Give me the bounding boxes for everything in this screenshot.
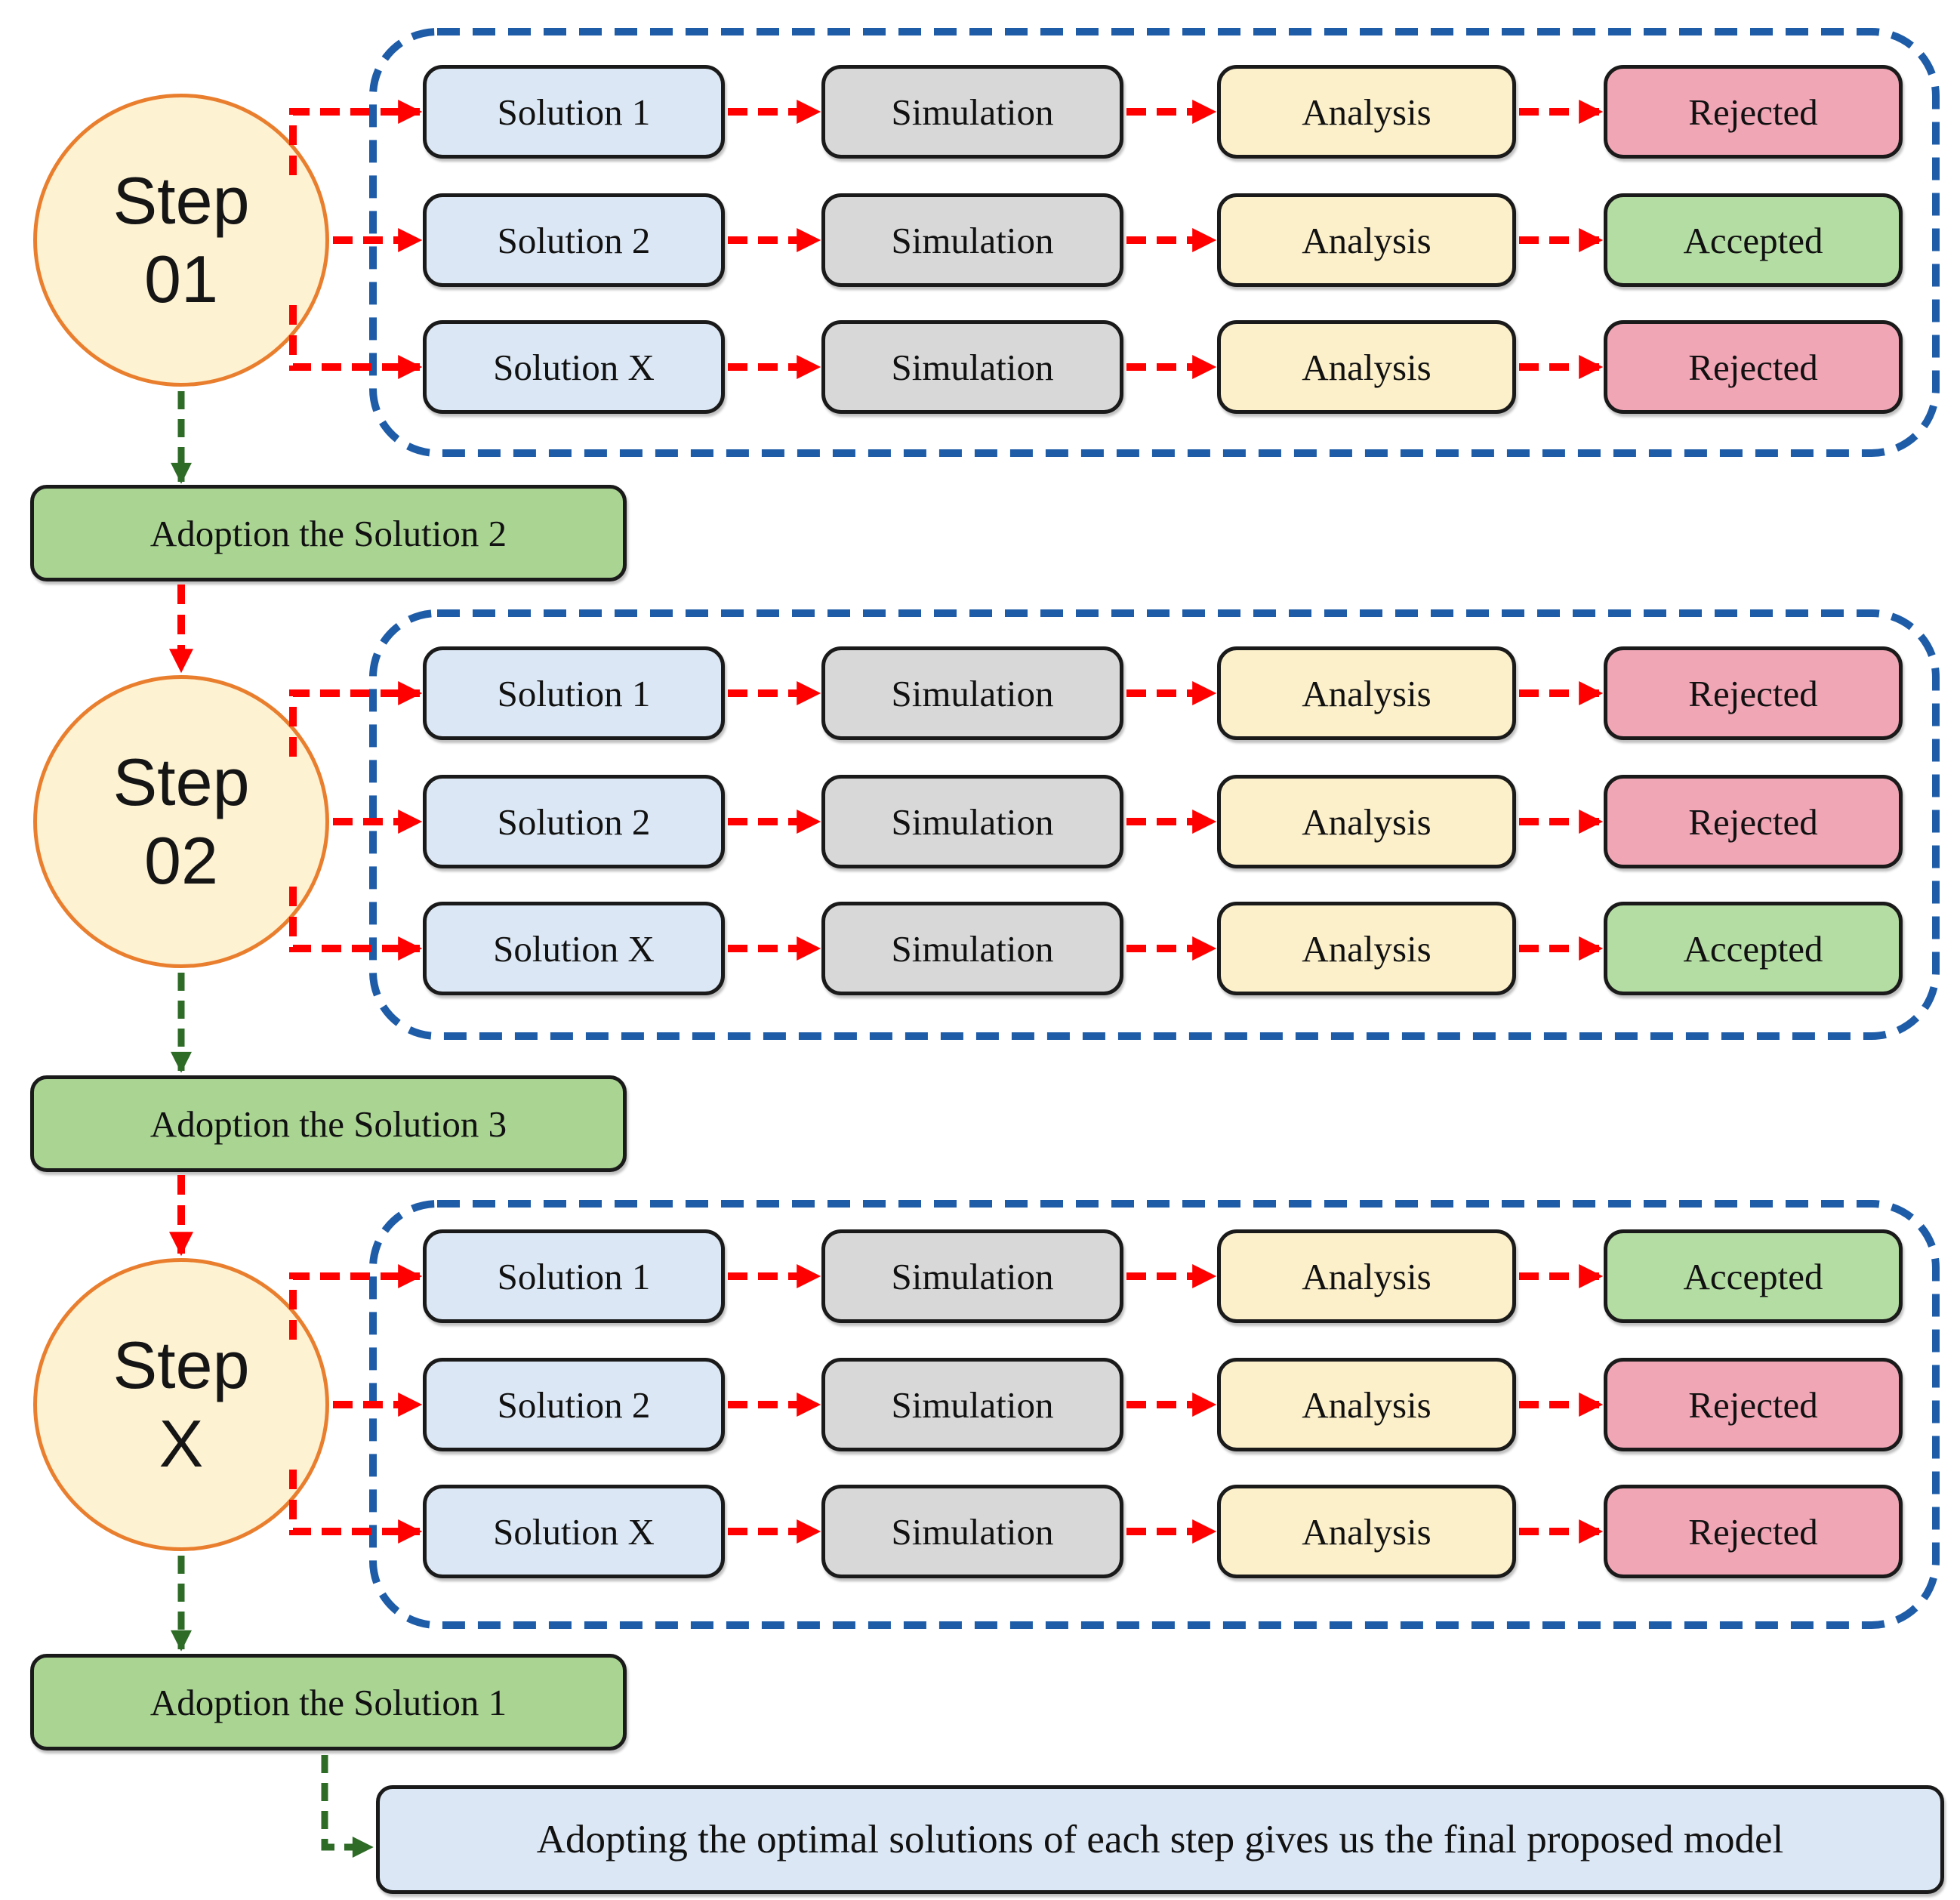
step-02-row1-result-box: Rejected — [1604, 646, 1903, 740]
step-01-circle: Step 01 — [33, 94, 329, 387]
step-01-row2-simulation-box: Simulation — [821, 193, 1123, 287]
step-02-row3-simulation-box: Simulation — [821, 902, 1123, 995]
step-02-row3-solution-box: Solution X — [423, 902, 725, 995]
arrow-step01-to-solution1 — [289, 99, 423, 175]
step-02-label-line1: Step — [112, 745, 250, 820]
step-01-row3-result-box: Rejected — [1604, 320, 1903, 414]
arrow-adoption3-to-final — [321, 1755, 374, 1858]
final-note-box: Adopting the optimal solutions of each s… — [376, 1785, 1944, 1894]
step-x-row2-analysis-box: Analysis — [1217, 1358, 1516, 1451]
step-x-row3-result-box: Rejected — [1604, 1485, 1903, 1578]
step-x-row2-solution-box: Solution 2 — [423, 1358, 725, 1451]
step-02-row3-analysis-box: Analysis — [1217, 902, 1516, 995]
step-01-row3-simulation-box: Simulation — [821, 320, 1123, 414]
step-x-row2-result-box: Rejected — [1604, 1358, 1903, 1451]
step-x-row1-solution-box: Solution 1 — [423, 1229, 725, 1323]
step-x-label-line2: X — [159, 1406, 204, 1481]
step-x-label-line1: Step — [112, 1328, 250, 1403]
step-x-row3-solution-box: Solution X — [423, 1485, 725, 1578]
step-01-row2-analysis-box: Analysis — [1217, 193, 1516, 287]
step-x-row1-result-box: Accepted — [1604, 1229, 1903, 1323]
step-02-row1-analysis-box: Analysis — [1217, 646, 1516, 740]
step-x-row1-simulation-box: Simulation — [821, 1229, 1123, 1323]
step-01-row2-solution-box: Solution 2 — [423, 193, 725, 287]
step-02-row1-solution-box: Solution 1 — [423, 646, 725, 740]
arrow-step01-to-solutionx — [289, 305, 423, 380]
step-02-row3-result-box: Accepted — [1604, 902, 1903, 995]
step-01-row3-analysis-box: Analysis — [1217, 320, 1516, 414]
step-02-row2-simulation-box: Simulation — [821, 775, 1123, 868]
step-x-row3-analysis-box: Analysis — [1217, 1485, 1516, 1578]
step-01-row1-simulation-box: Simulation — [821, 65, 1123, 159]
arrow-step02-to-solution1 — [289, 680, 423, 757]
step-02-row2-result-box: Rejected — [1604, 775, 1903, 868]
adoption-box-2: Adoption the Solution 3 — [30, 1075, 627, 1172]
step-02-row1-simulation-box: Simulation — [821, 646, 1123, 740]
adoption-box-1: Adoption the Solution 2 — [30, 485, 627, 581]
step-02-label-line2: 02 — [144, 823, 218, 898]
step-01-label-line1: Step — [112, 163, 250, 239]
adoption-box-3: Adoption the Solution 1 — [30, 1654, 627, 1750]
step-x-row3-simulation-box: Simulation — [821, 1485, 1123, 1578]
step-01-row3-solution-box: Solution X — [423, 320, 725, 414]
step-x-row2-simulation-box: Simulation — [821, 1358, 1123, 1451]
step-02-row2-solution-box: Solution 2 — [423, 775, 725, 868]
arrow-stepx-to-solutionx — [289, 1470, 423, 1544]
arrow-step02-to-solutionx — [289, 887, 423, 961]
arrow-stepx-to-solution1 — [289, 1263, 423, 1340]
step-01-row1-solution-box: Solution 1 — [423, 65, 725, 159]
step-02-circle: Step 02 — [33, 675, 329, 968]
step-01-row1-result-box: Rejected — [1604, 65, 1903, 159]
step-01-row1-analysis-box: Analysis — [1217, 65, 1516, 159]
step-x-row1-analysis-box: Analysis — [1217, 1229, 1516, 1323]
step-02-row2-analysis-box: Analysis — [1217, 775, 1516, 868]
step-01-label-line2: 01 — [144, 242, 218, 316]
step-x-circle: Step X — [33, 1258, 329, 1551]
step-01-row2-result-box: Accepted — [1604, 193, 1903, 287]
